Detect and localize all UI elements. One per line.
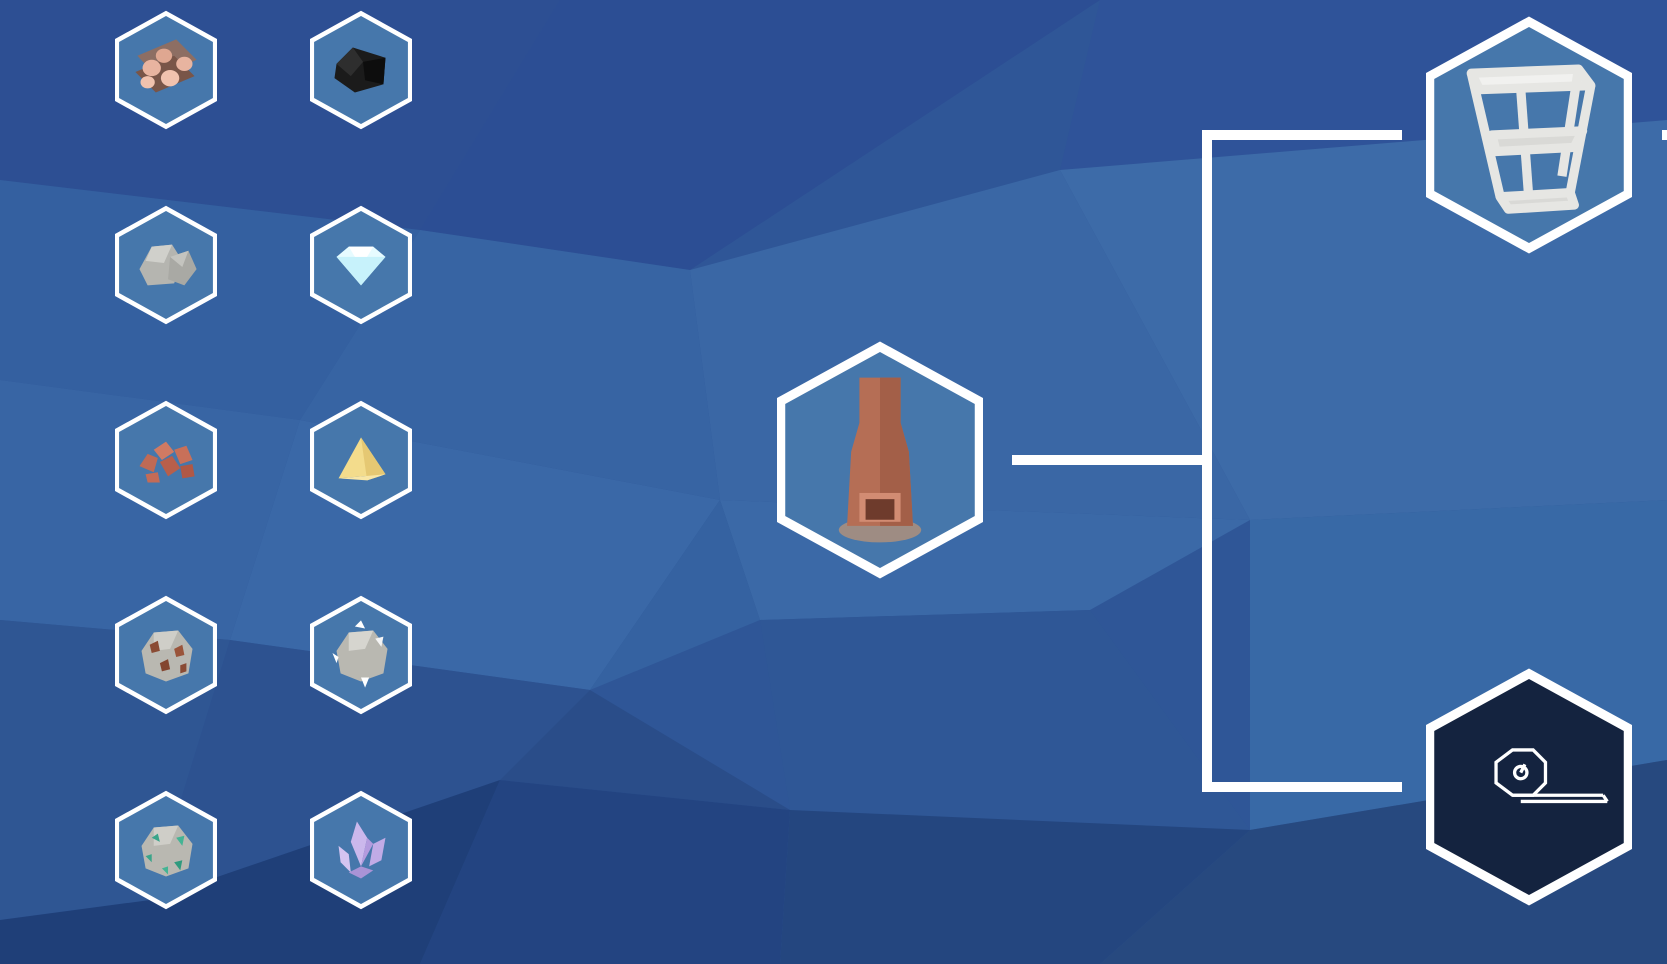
copper-ore-icon <box>115 596 217 714</box>
resource-clay[interactable] <box>115 400 217 520</box>
iron-ore-icon <box>310 596 412 714</box>
malachite-ore-icon <box>115 791 217 909</box>
sulfur-icon <box>310 401 412 519</box>
resource-stone[interactable] <box>115 205 217 325</box>
locked-blueprint-icon <box>1426 669 1632 905</box>
resource-diamond[interactable] <box>310 205 412 325</box>
resource-wood-logs[interactable] <box>115 10 217 130</box>
clay-icon <box>115 401 217 519</box>
resource-coal[interactable] <box>310 10 412 130</box>
tree-node-scaffold[interactable] <box>1426 16 1632 254</box>
resource-copper-ore[interactable] <box>115 595 217 715</box>
resource-iron-ore[interactable] <box>310 595 412 715</box>
scaffold-icon <box>1426 17 1632 253</box>
coal-icon <box>310 11 412 129</box>
kiln-icon <box>777 342 983 578</box>
resource-sulfur[interactable] <box>310 400 412 520</box>
stone-icon <box>115 206 217 324</box>
wood-logs-icon <box>115 11 217 129</box>
tree-node-kiln[interactable] <box>777 341 983 579</box>
diamond-icon <box>310 206 412 324</box>
tree-node-unknown-locked[interactable] <box>1426 668 1632 906</box>
resource-malachite-ore[interactable] <box>115 790 217 910</box>
amethyst-icon <box>310 791 412 909</box>
resource-amethyst[interactable] <box>310 790 412 910</box>
